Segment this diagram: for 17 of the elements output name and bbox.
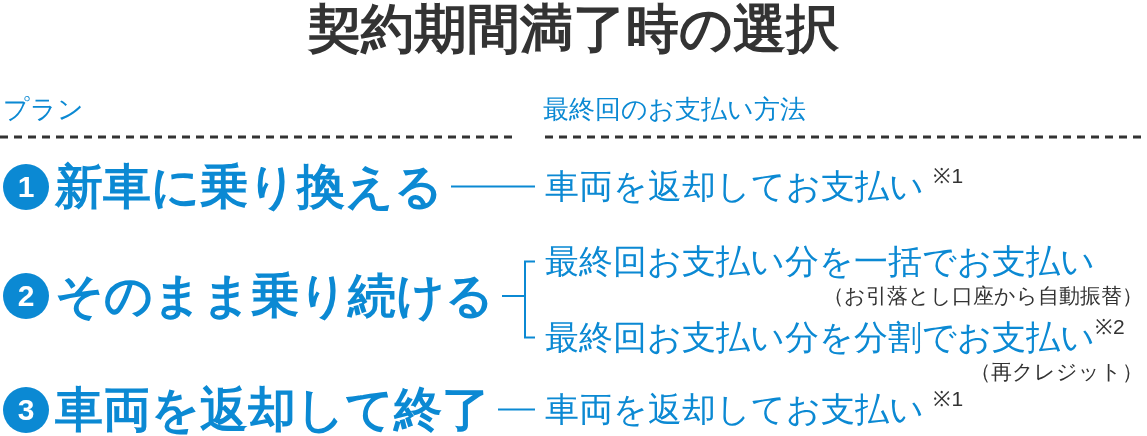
payment-method: 最終回お支払い分を一括でお支払い <box>545 241 1095 282</box>
column-header: プラン <box>3 94 84 125</box>
payment-method: 最終回お支払い分を分割でお支払い$^{※2}$ <box>545 317 1125 358</box>
plan-label: そのまま乗り続ける <box>55 272 494 320</box>
payment-method: 車両を返却してお支払い $^{※1}$ <box>545 166 964 207</box>
step-number-badge: 1 <box>3 164 49 210</box>
column-header: 最終回のお支払い方法 <box>543 94 806 125</box>
plan-label: 新車に乗り換える <box>55 163 443 211</box>
note-text: （お引落とし口座から自動振替） <box>823 283 1143 309</box>
step-number-badge: 2 <box>3 273 49 319</box>
note-text: （再クレジット） <box>970 359 1143 385</box>
payment-method: 車両を返却してお支払い $^{※1}$ <box>545 389 964 430</box>
step-number-badge: 3 <box>3 387 49 433</box>
title: 契約期間満了時の選択 <box>308 0 839 58</box>
plan-label: 車両を返却して終了 <box>55 386 490 434</box>
connector-line <box>450 185 536 188</box>
connector-line <box>497 408 536 411</box>
